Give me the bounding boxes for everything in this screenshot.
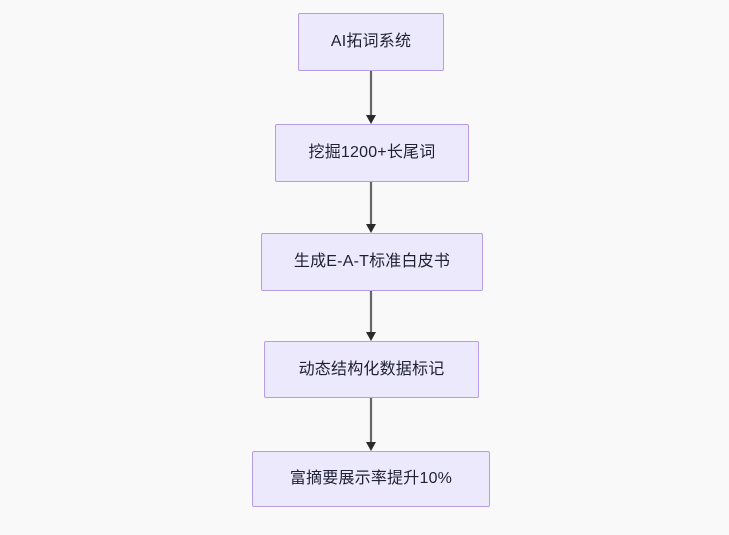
flow-node-label: 挖掘1200+长尾词 bbox=[308, 144, 436, 162]
flow-node-node3[interactable]: 生成E-A-T标准白皮书 bbox=[261, 233, 483, 291]
flow-node-node4[interactable]: 动态结构化数据标记 bbox=[264, 341, 479, 398]
connector-arrow bbox=[363, 71, 379, 124]
flow-node-label: 生成E-A-T标准白皮书 bbox=[293, 253, 451, 271]
arrow-icon bbox=[366, 398, 376, 451]
flow-node-node1[interactable]: AI拓词系统 bbox=[298, 13, 444, 71]
flow-node-node2[interactable]: 挖掘1200+长尾词 bbox=[275, 124, 469, 182]
connector-arrow bbox=[363, 398, 379, 451]
connector-arrow bbox=[363, 291, 379, 341]
flow-node-label: AI拓词系统 bbox=[330, 33, 412, 51]
arrow-icon bbox=[366, 182, 376, 233]
arrow-icon bbox=[366, 71, 376, 124]
flow-node-node5[interactable]: 富摘要展示率提升10% bbox=[252, 451, 490, 507]
flow-node-label: 动态结构化数据标记 bbox=[298, 360, 445, 378]
connector-arrow bbox=[363, 182, 379, 233]
flow-node-label: 富摘要展示率提升10% bbox=[289, 470, 453, 488]
arrow-icon bbox=[366, 291, 376, 341]
